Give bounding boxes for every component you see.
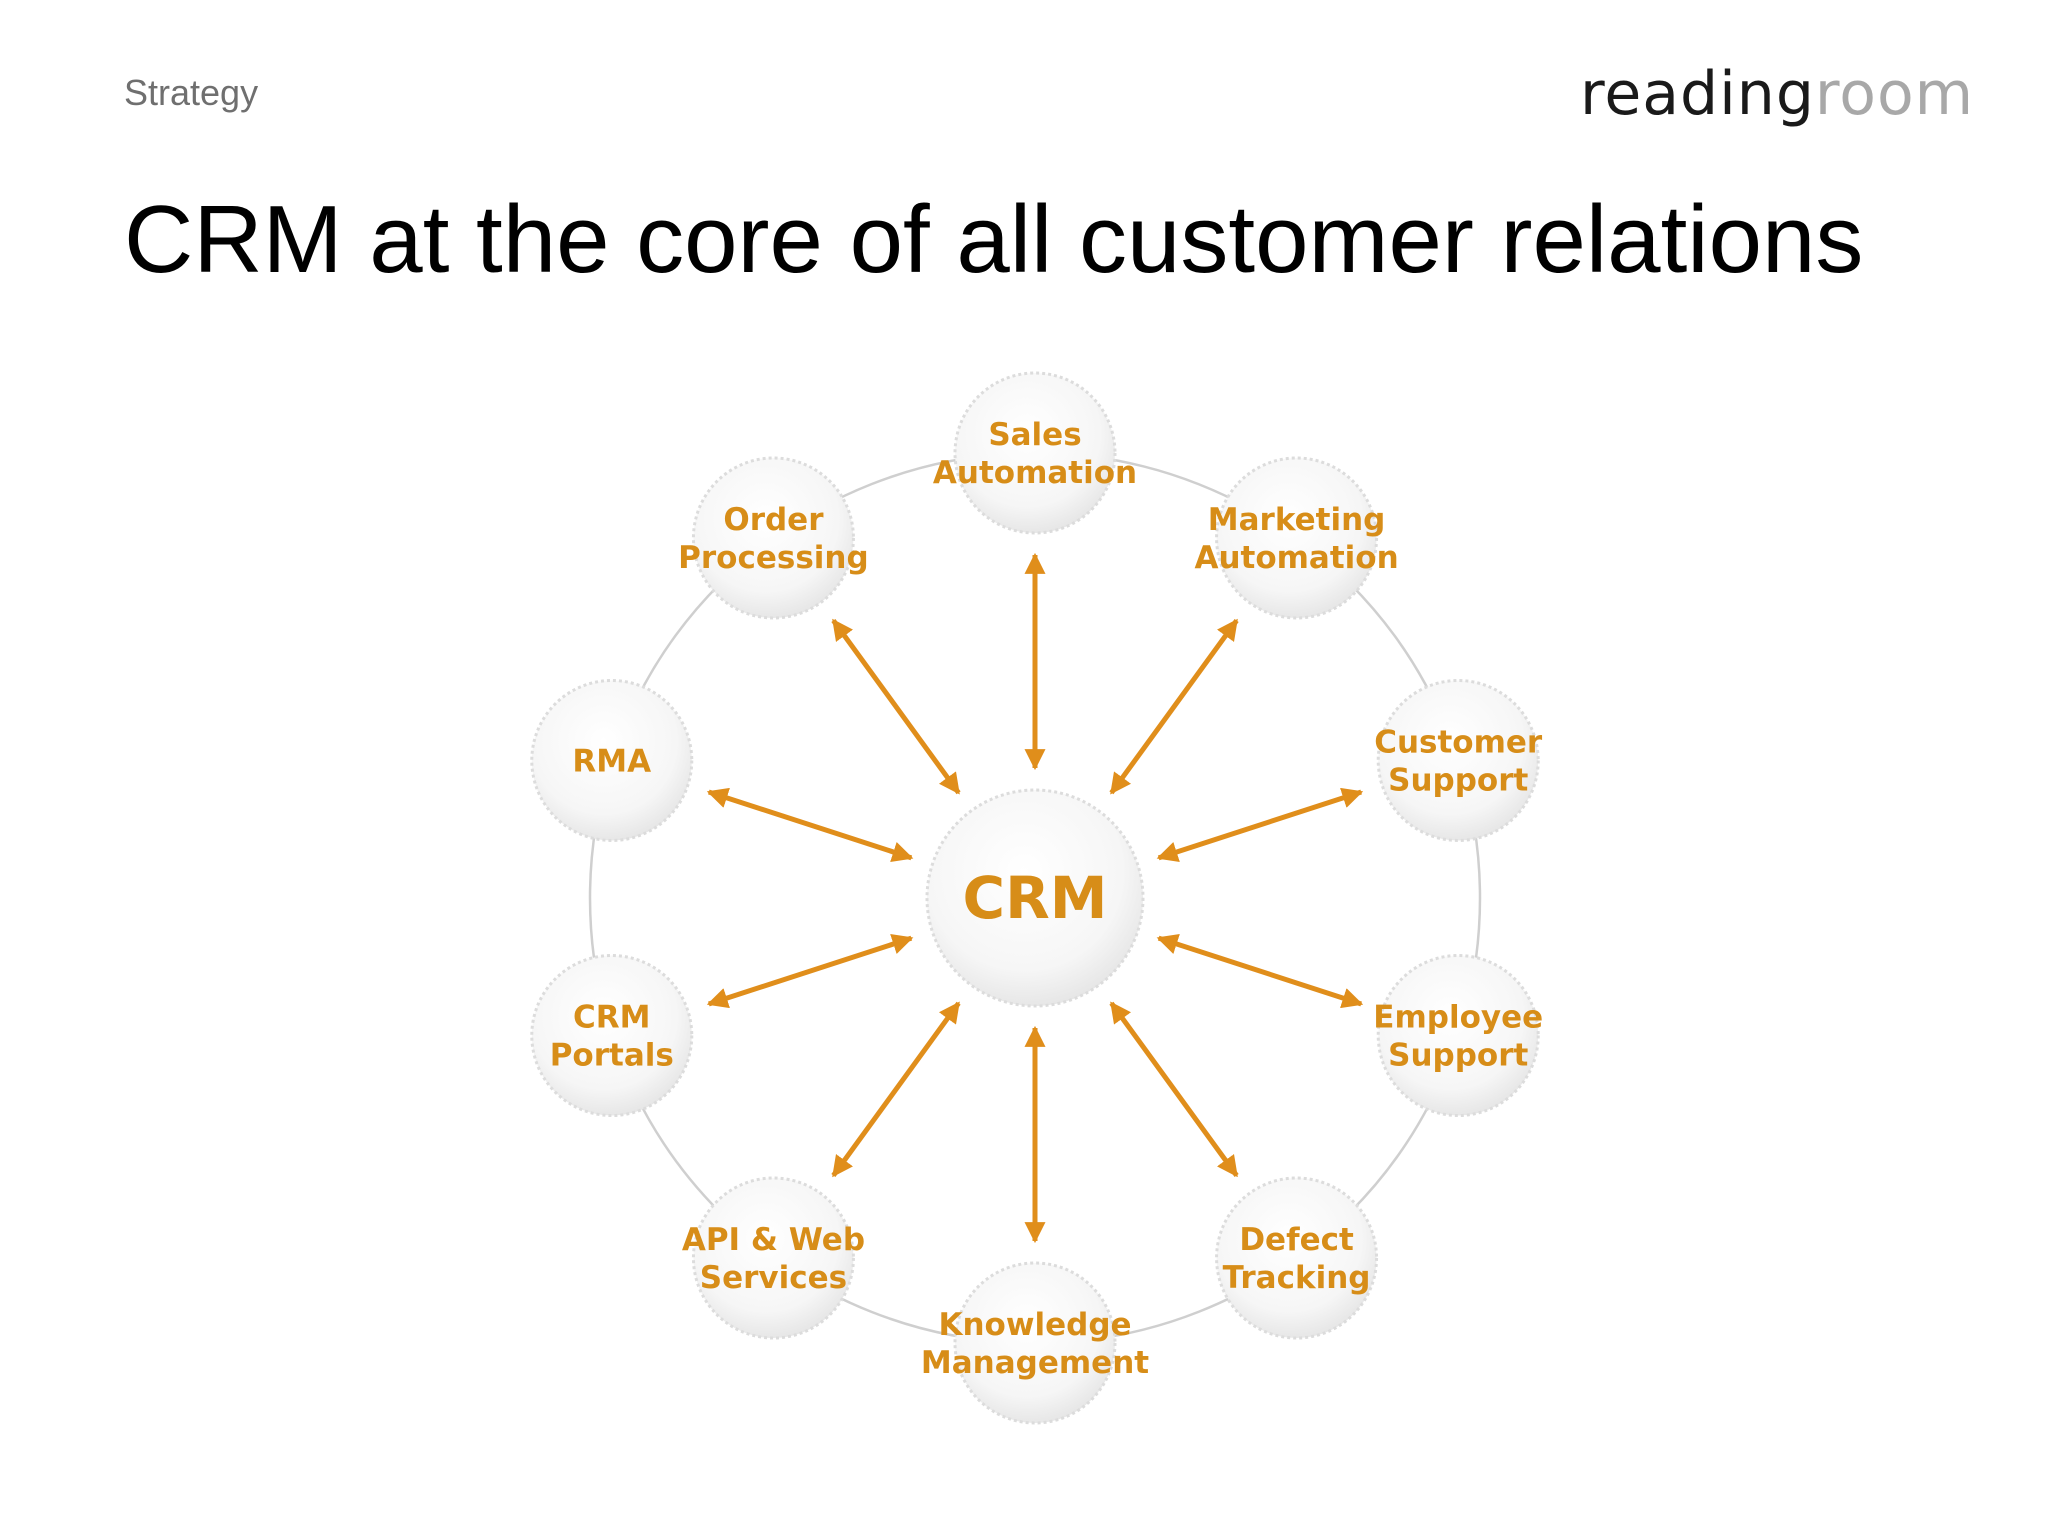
node-layer: SalesAutomationMarketingAutomationCustom… [530, 371, 1543, 1425]
node-label-api-web-services-0: API & Web [682, 1222, 865, 1258]
node-rma-circle [530, 678, 694, 842]
section-label: Strategy [124, 72, 259, 113]
crm-center-node-circle [925, 788, 1145, 1008]
arrow-layer [706, 552, 1364, 1244]
node-customer-support-circle [1376, 678, 1540, 842]
node-label-customer-support-1: Support [1388, 763, 1528, 799]
node-label-crm-portals-0: CRM [573, 1000, 650, 1036]
logo-text-dark: reading [1580, 59, 1815, 129]
node-label-api-web-services-1: Services [700, 1260, 847, 1296]
node-label-sales-automation-1: Automation [933, 455, 1137, 491]
node-label-employee-support-0: Employee [1373, 1000, 1543, 1036]
arrow-api-web-services [831, 1001, 961, 1178]
crm-center-label: CRM [963, 864, 1108, 932]
arrow-marketing-automation [1109, 618, 1239, 795]
readingroom-logo: readingroom [1580, 59, 1970, 129]
node-knowledge-management-circle [953, 1261, 1117, 1425]
arrow-order-processing [831, 618, 961, 795]
node-rma: RMA [530, 678, 694, 842]
node-label-customer-support-0: Customer [1374, 725, 1543, 761]
node-sales-automation-circle [953, 371, 1117, 535]
node-defect-tracking-circle [1215, 1176, 1379, 1340]
node-label-knowledge-management-0: Knowledge [938, 1307, 1131, 1343]
node-marketing-automation-circle [1215, 456, 1379, 620]
node-label-rma-0: RMA [572, 744, 651, 780]
arrow-defect-tracking [1109, 1001, 1239, 1178]
arrow-customer-support [1156, 787, 1364, 862]
node-label-order-processing-0: Order [723, 502, 824, 538]
arrow-employee-support [1156, 934, 1364, 1009]
arrow-crm-portals [706, 934, 914, 1009]
node-label-employee-support-1: Support [1388, 1038, 1528, 1074]
node-label-sales-automation-0: Sales [988, 417, 1081, 453]
node-employee-support-circle [1376, 954, 1540, 1118]
node-label-order-processing-1: Processing [678, 540, 869, 576]
node-label-defect-tracking-0: Defect [1239, 1222, 1354, 1258]
node-api-web-services-circle [691, 1176, 855, 1340]
node-label-marketing-automation-0: Marketing [1208, 502, 1386, 538]
logo-text-light: room [1815, 59, 1970, 129]
crm-center-node: CRM [925, 788, 1145, 1008]
svg-text:readingroom: readingroom [1580, 59, 1970, 129]
node-order-processing-circle [691, 456, 855, 620]
page-title: CRM at the core of all customer relation… [124, 186, 1864, 293]
node-label-knowledge-management-1: Management [921, 1345, 1149, 1381]
node-label-crm-portals-1: Portals [550, 1038, 674, 1074]
arrow-rma [706, 787, 914, 862]
node-crm-portals-circle [530, 954, 694, 1118]
node-label-marketing-automation-1: Automation [1194, 540, 1398, 576]
node-label-defect-tracking-1: Tracking [1223, 1260, 1371, 1296]
